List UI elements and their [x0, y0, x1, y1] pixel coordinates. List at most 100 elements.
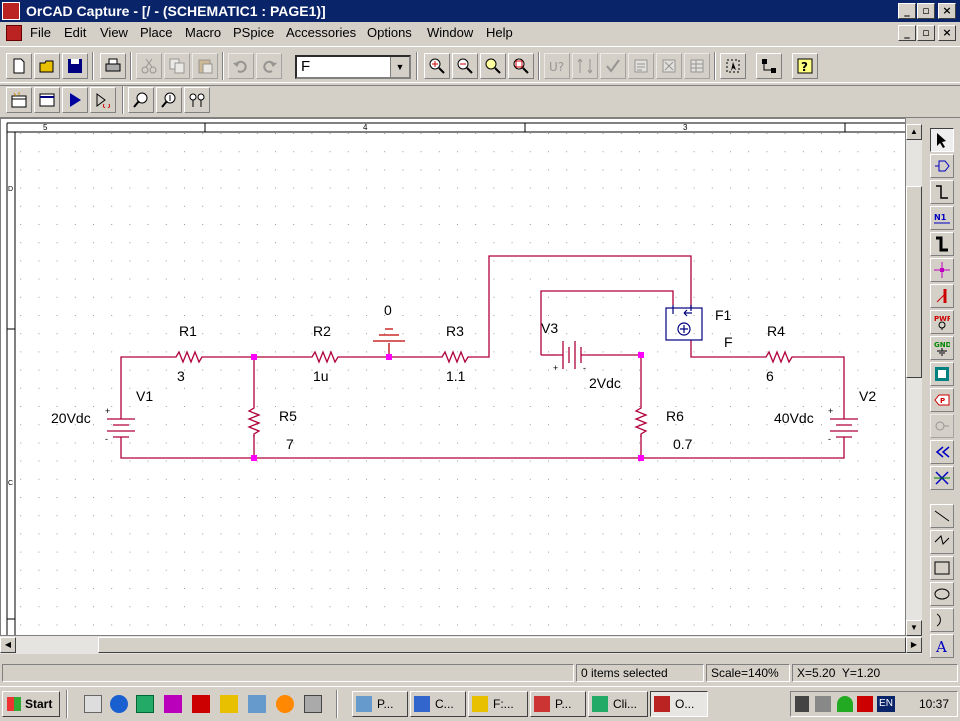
menu-macro[interactable]: Macro — [185, 25, 222, 40]
wire[interactable] — [120, 440, 845, 459]
folder-icon[interactable] — [220, 695, 238, 713]
network-icon[interactable] — [815, 696, 831, 712]
part-value-V2[interactable]: 40Vdc — [774, 410, 814, 426]
part-ref-R5[interactable]: R5 — [279, 408, 297, 424]
place-bus-entry-button[interactable] — [930, 284, 954, 308]
voltage-source-V3[interactable] — [557, 341, 585, 369]
menu-view[interactable]: View — [100, 25, 128, 40]
place-bus-button[interactable] — [930, 232, 954, 256]
chevron-down-icon[interactable]: ▼ — [390, 57, 409, 77]
menu-accessories[interactable]: Accessories — [286, 25, 357, 40]
start-button[interactable]: Start — [2, 691, 60, 717]
place-wire-button[interactable] — [930, 180, 954, 204]
horizontal-scroll-thumb[interactable] — [98, 637, 906, 653]
part-ref-V1[interactable]: V1 — [136, 388, 153, 404]
horizontal-scrollbar[interactable]: ◀ ▶ — [0, 636, 922, 654]
show-desktop-icon[interactable] — [84, 695, 102, 713]
part-value-V1[interactable]: 20Vdc — [51, 410, 91, 426]
copy-icon[interactable] — [164, 53, 190, 79]
new-simulation-profile-button[interactable] — [6, 87, 32, 113]
run-pspice-button[interactable] — [62, 87, 88, 113]
select-tool-button[interactable] — [930, 128, 954, 152]
place-ground-button[interactable]: GND — [930, 336, 954, 360]
zoom-all-button[interactable] — [508, 53, 534, 79]
menu-window[interactable]: Window — [427, 25, 474, 40]
language-indicator[interactable]: EN — [877, 696, 895, 712]
resistor-R2[interactable] — [307, 350, 343, 364]
taskbar-button[interactable]: C... — [410, 691, 466, 717]
part-value-F1[interactable]: F — [724, 334, 733, 350]
scroll-down-icon[interactable]: ▼ — [906, 620, 922, 636]
zoom-out-button[interactable] — [452, 53, 478, 79]
taskbar-button[interactable]: Cli... — [588, 691, 648, 717]
part-combo[interactable]: F ▼ — [295, 55, 411, 79]
resistor-R3[interactable] — [437, 350, 477, 364]
wire[interactable] — [690, 340, 761, 358]
taskbar-button[interactable]: P... — [352, 691, 408, 717]
scroll-up-icon[interactable]: ▲ — [906, 124, 922, 140]
app-launcher-icon[interactable] — [192, 695, 210, 713]
new-button[interactable] — [6, 53, 32, 79]
diff-voltage-marker-button[interactable] — [184, 87, 210, 113]
menu-edit[interactable]: Edit — [64, 25, 87, 40]
taskbar-button-active[interactable]: O... — [650, 691, 708, 717]
resistor-R1[interactable] — [171, 350, 207, 364]
wire[interactable] — [120, 356, 171, 407]
place-port-button[interactable]: P — [930, 388, 954, 412]
wire[interactable] — [540, 290, 674, 355]
document-icon[interactable] — [6, 25, 22, 41]
zoom-area-button[interactable] — [480, 53, 506, 79]
part-value-R2[interactable]: 1u — [313, 368, 329, 384]
place-ellipse-button[interactable] — [930, 582, 954, 606]
part-ref-R3[interactable]: R3 — [446, 323, 464, 339]
tray-app-icon[interactable] — [857, 696, 873, 712]
vertical-scroll-thumb[interactable] — [906, 186, 922, 378]
part-ref-R1[interactable]: R1 — [179, 323, 197, 339]
save-button[interactable] — [62, 53, 88, 79]
cccs-F1[interactable] — [665, 305, 703, 341]
open-button[interactable] — [34, 53, 60, 79]
resistor-R4[interactable] — [761, 350, 797, 364]
edit-simulation-settings-button[interactable] — [34, 87, 60, 113]
media-player-icon[interactable] — [276, 695, 294, 713]
drc-icon[interactable] — [600, 53, 626, 79]
cross-reference-icon[interactable] — [656, 53, 682, 79]
part-value-R5[interactable]: 7 — [286, 436, 294, 452]
place-net-alias-button[interactable]: N1 — [930, 206, 954, 230]
maximize-button[interactable]: ▫ — [917, 3, 935, 19]
zoom-in-button[interactable] — [424, 53, 450, 79]
place-part-button[interactable] — [930, 154, 954, 178]
resistor-R6[interactable] — [634, 405, 648, 437]
resistor-R5[interactable] — [247, 405, 261, 437]
app-launcher-icon[interactable] — [304, 695, 322, 713]
place-polyline-button[interactable] — [930, 530, 954, 554]
app-launcher-icon[interactable] — [248, 695, 266, 713]
search-icon[interactable] — [136, 695, 154, 713]
umbrella-icon[interactable] — [837, 696, 853, 712]
view-simulation-results-button[interactable] — [90, 87, 116, 113]
part-value-R4[interactable]: 6 — [766, 368, 774, 384]
place-junction-button[interactable] — [930, 258, 954, 282]
menu-options[interactable]: Options — [367, 25, 412, 40]
internet-explorer-icon[interactable] — [110, 695, 128, 713]
part-value-R1[interactable]: 3 — [177, 368, 185, 384]
place-power-button[interactable]: PWR — [930, 310, 954, 334]
place-text-button[interactable]: A — [930, 634, 954, 658]
wire[interactable] — [477, 255, 692, 358]
place-rectangle-button[interactable] — [930, 556, 954, 580]
schematic-drawing[interactable]: 5 4 3 D C — [1, 119, 906, 636]
netlist-icon[interactable] — [628, 53, 654, 79]
doc-restore-button[interactable]: ▫ — [917, 25, 935, 41]
ground-symbol[interactable] — [373, 328, 405, 351]
back-annotate-icon[interactable] — [572, 53, 598, 79]
app-launcher-icon[interactable] — [164, 695, 182, 713]
place-pin-icon[interactable] — [930, 414, 954, 438]
annotate-icon[interactable]: U? — [544, 53, 570, 79]
voltage-source-V2[interactable] — [830, 405, 858, 440]
paste-icon[interactable] — [192, 53, 218, 79]
part-value-V3[interactable]: 2Vdc — [589, 375, 621, 391]
snap-to-grid-button[interactable] — [720, 53, 746, 79]
doc-minimize-button[interactable]: _ — [898, 25, 916, 41]
place-arc-button[interactable] — [930, 608, 954, 632]
cut-icon[interactable] — [136, 53, 162, 79]
